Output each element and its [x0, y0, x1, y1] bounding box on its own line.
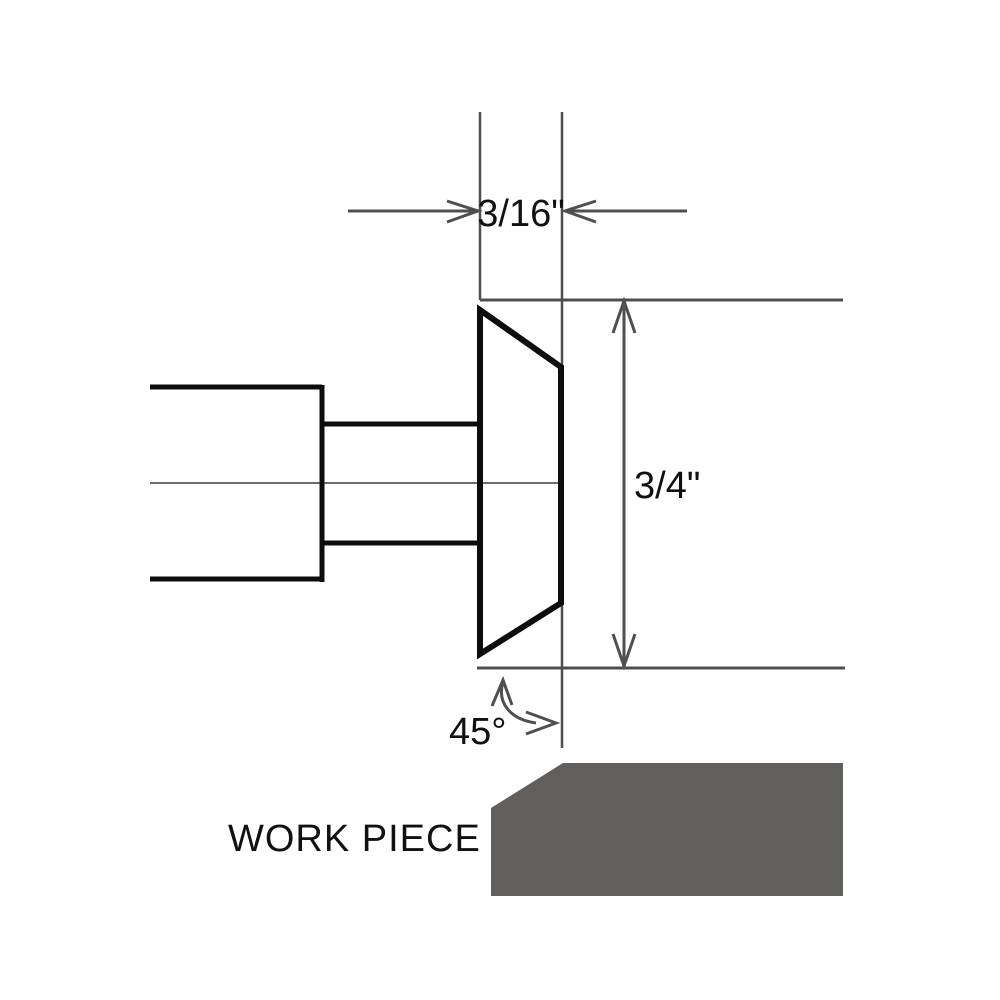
height-dimension	[611, 296, 637, 671]
width-dimension	[348, 199, 687, 224]
angle-dimension	[490, 675, 561, 736]
height-dim-down-arrowhead-icon	[611, 633, 637, 671]
workpiece-shape	[491, 763, 843, 896]
workpiece-label: WORK PIECE	[228, 818, 481, 860]
width-dim-right-arrowhead-icon	[560, 199, 597, 224]
chamfer-angle-label: 45°	[449, 711, 506, 753]
angle-leader-arc	[500, 681, 537, 725]
cutter-height-label: 3/4"	[634, 465, 700, 507]
chamfer-width-label: 3/16"	[477, 193, 564, 235]
angle-up-arrowhead-icon	[490, 675, 514, 707]
cutter-head-profile	[477, 304, 564, 660]
height-dim-up-arrowhead-icon	[611, 296, 637, 334]
tool-outline	[150, 304, 564, 660]
extension-lines	[150, 112, 845, 748]
angle-right-arrowhead-icon	[525, 710, 561, 736]
width-dim-left-arrowhead-icon	[446, 199, 483, 224]
